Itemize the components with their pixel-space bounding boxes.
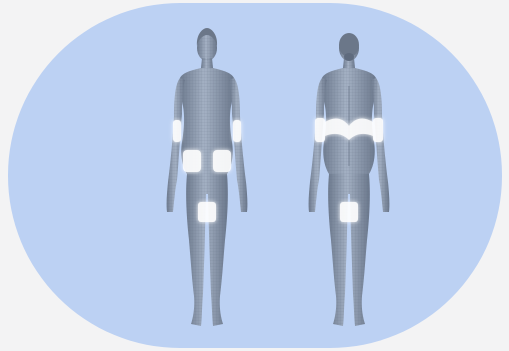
front-right-hip-zone — [213, 150, 231, 172]
back-right-arm-zone — [373, 118, 383, 142]
pill-background — [8, 3, 502, 348]
back-left-arm-zone — [315, 118, 325, 142]
back-inner-thigh-zone — [340, 202, 358, 222]
front-inner-thigh-zone — [198, 202, 216, 222]
front-left-hip-zone — [183, 150, 201, 172]
front-right-arm-zone — [233, 120, 241, 142]
front-left-arm-zone — [173, 120, 181, 142]
